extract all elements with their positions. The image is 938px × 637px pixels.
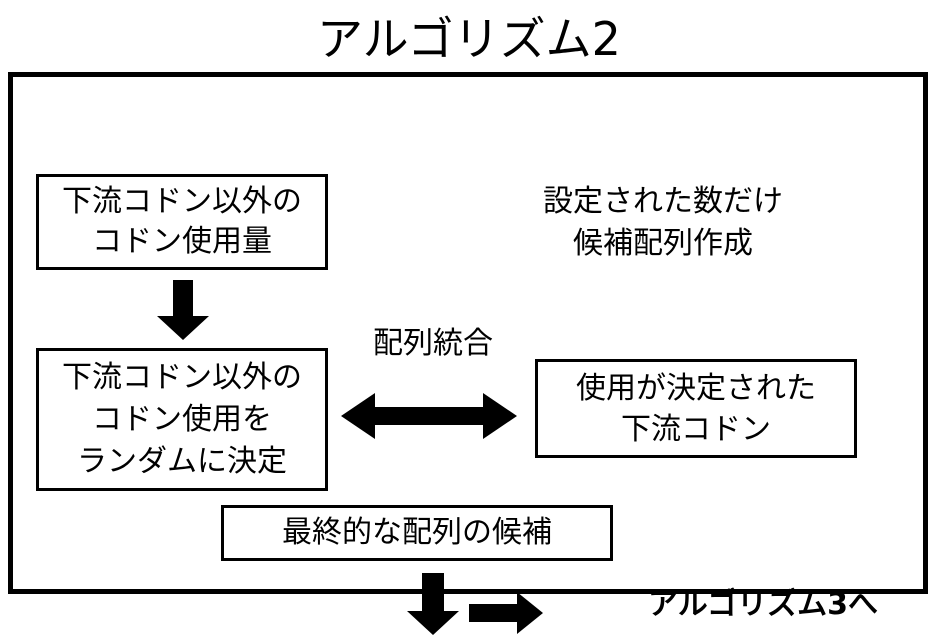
box-final-sequence-candidate-line-1: 最終的な配列の候補 bbox=[282, 515, 552, 550]
box-final-sequence-candidate: 最終的な配列の候補 bbox=[221, 505, 613, 561]
box-random-codon-decision-line-3: ランダムに決定 bbox=[77, 443, 287, 479]
arrow-down-icon bbox=[155, 280, 211, 342]
box-upstream-codon-usage: 下流コドン以外の コドン使用量 bbox=[36, 174, 328, 270]
arrow-down-icon-bottom bbox=[405, 573, 461, 637]
box-random-codon-decision: 下流コドン以外の コドン使用を ランダムに決定 bbox=[36, 348, 328, 491]
arrow-right-icon bbox=[469, 592, 545, 636]
box-decided-downstream-codon: 使用が決定された 下流コドン bbox=[535, 359, 857, 458]
box-random-codon-decision-line-1: 下流コドン以外の bbox=[62, 359, 302, 395]
label-candidate-sequence-generation-line-1: 設定された数だけ bbox=[543, 184, 783, 219]
diagram-outer-frame: 下流コドン以外の コドン使用量 設定された数だけ 候補配列作成 下流コドン以外の… bbox=[8, 72, 928, 635]
label-sequence-merge-text: 配列統合 bbox=[373, 326, 493, 361]
label-sequence-merge: 配列統合 bbox=[333, 326, 533, 362]
diagram-canvas: アルゴリズム2 下流コドン以外の コドン使用量 設定された数だけ 候補配列作成 … bbox=[8, 12, 928, 635]
label-candidate-sequence-generation: 設定された数だけ 候補配列作成 bbox=[483, 181, 843, 265]
page-title: アルゴリズム2 bbox=[317, 12, 621, 66]
box-random-codon-decision-line-2: コドン使用を bbox=[92, 401, 272, 437]
label-next-algorithm: アルゴリズム3へ bbox=[613, 585, 913, 625]
box-decided-downstream-codon-line-1: 使用が決定された bbox=[576, 370, 816, 406]
label-next-algorithm-text: アルゴリズム3へ bbox=[648, 587, 878, 622]
box-decided-downstream-codon-line-2: 下流コドン bbox=[621, 411, 771, 447]
box-upstream-codon-usage-line-1: 下流コドン以外の bbox=[62, 184, 302, 219]
arrow-left-right-icon bbox=[341, 389, 517, 443]
box-upstream-codon-usage-line-2: コドン使用量 bbox=[92, 224, 272, 259]
label-candidate-sequence-generation-line-2: 候補配列作成 bbox=[573, 226, 753, 261]
